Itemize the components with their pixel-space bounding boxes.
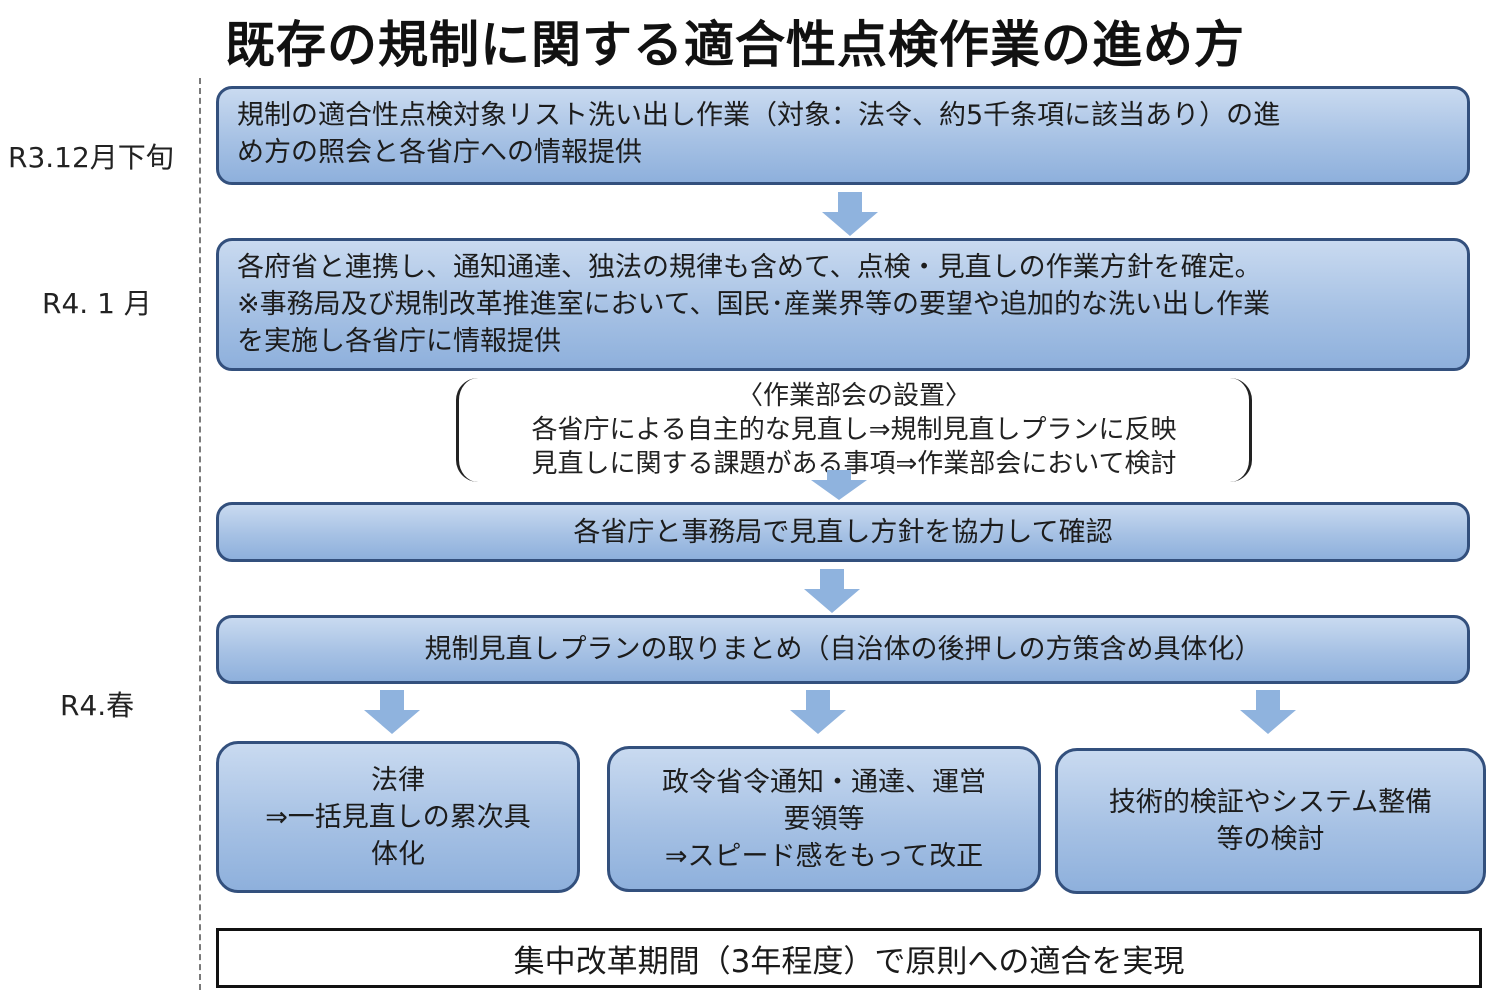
step-policy-decision-line-3: を実施し各省庁に情報提供 [237,326,561,357]
timeline-label-r4-spring: R4.春 [60,689,135,722]
final-outcome: 集中改革期間（3年程度）で原則への適合を実現 [216,928,1482,988]
down-arrow-icon [822,192,878,236]
branch-technical: 技術的検証やシステム整備 等の検討 [1055,748,1486,894]
branch-orders: 政令省令通知・通達、運営 要領等 ⇒スピード感をもって改正 [607,746,1041,892]
step-policy-decision: 各府省と連携し、通知通達、独法の規律も含めて、点検・見直しの作業方針を確定。 ※… [216,238,1470,371]
branch-law-line-1: 法律 [371,764,425,796]
step-list-inquiry-line-2: め方の照会と各省庁への情報提供 [237,137,642,168]
down-arrow-icon [364,690,420,734]
working-group-heading: 〈作業部会の設置〉 [736,381,971,411]
branch-orders-line-2: 要領等 [783,803,865,835]
step-list-inquiry: 規制の適合性点検対象リスト洗い出し作業（対象：法令、約5千条項に該当あり）の進 … [216,86,1470,185]
page-title: 既存の規制に関する適合性点検作業の進め方 [225,16,1245,74]
step-plan-compilation: 規制見直しプランの取りまとめ（自治体の後押しの方策含め具体化） [216,615,1470,684]
down-arrow-icon [790,690,846,734]
step-list-inquiry-line-1: 規制の適合性点検対象リスト洗い出し作業（対象：法令、約5千条項に該当あり）の進 [237,100,1281,131]
down-arrow-icon [811,470,867,500]
branch-law-line-2: ⇒一括見直しの累次具 [265,801,531,833]
branch-law-line-3: 体化 [371,838,425,870]
timeline-divider [199,78,201,990]
step-plan-compilation-text: 規制見直しプランの取りまとめ（自治体の後押しの方策含め具体化） [424,634,1262,665]
working-group-line-1: 各省庁による自主的な見直し⇒規制見直しプランに反映 [531,415,1177,445]
step-joint-confirmation: 各省庁と事務局で見直し方針を協力して確認 [216,502,1470,562]
step-policy-decision-line-2: ※事務局及び規制改革推進室において、国民･産業界等の要望や追加的な洗い出し作業 [237,289,1270,320]
step-joint-confirmation-text: 各省庁と事務局で見直し方針を協力して確認 [573,516,1113,548]
timeline-label-r4-jan: R4. 1 月 [42,287,152,320]
down-arrow-icon [804,569,860,613]
branch-technical-line-1: 技術的検証やシステム整備 [1108,787,1433,818]
branch-technical-line-2: 等の検討 [1216,824,1325,855]
branch-law: 法律 ⇒一括見直しの累次具 体化 [216,741,580,893]
working-group-note: 〈作業部会の設置〉 各省庁による自主的な見直し⇒規制見直しプランに反映 見直しに… [456,378,1252,482]
working-group-line-2: 見直しに関する課題がある事項⇒作業部会において検討 [531,449,1177,479]
down-arrow-icon [1240,690,1296,734]
step-policy-decision-line-1: 各府省と連携し、通知通達、独法の規律も含めて、点検・見直しの作業方針を確定。 [237,252,1262,283]
branch-orders-line-3: ⇒スピード感をもって改正 [664,840,984,872]
timeline-label-r3-dec: R3.12月下旬 [8,141,174,174]
branch-orders-line-1: 政令省令通知・通達、運営 [662,766,986,798]
